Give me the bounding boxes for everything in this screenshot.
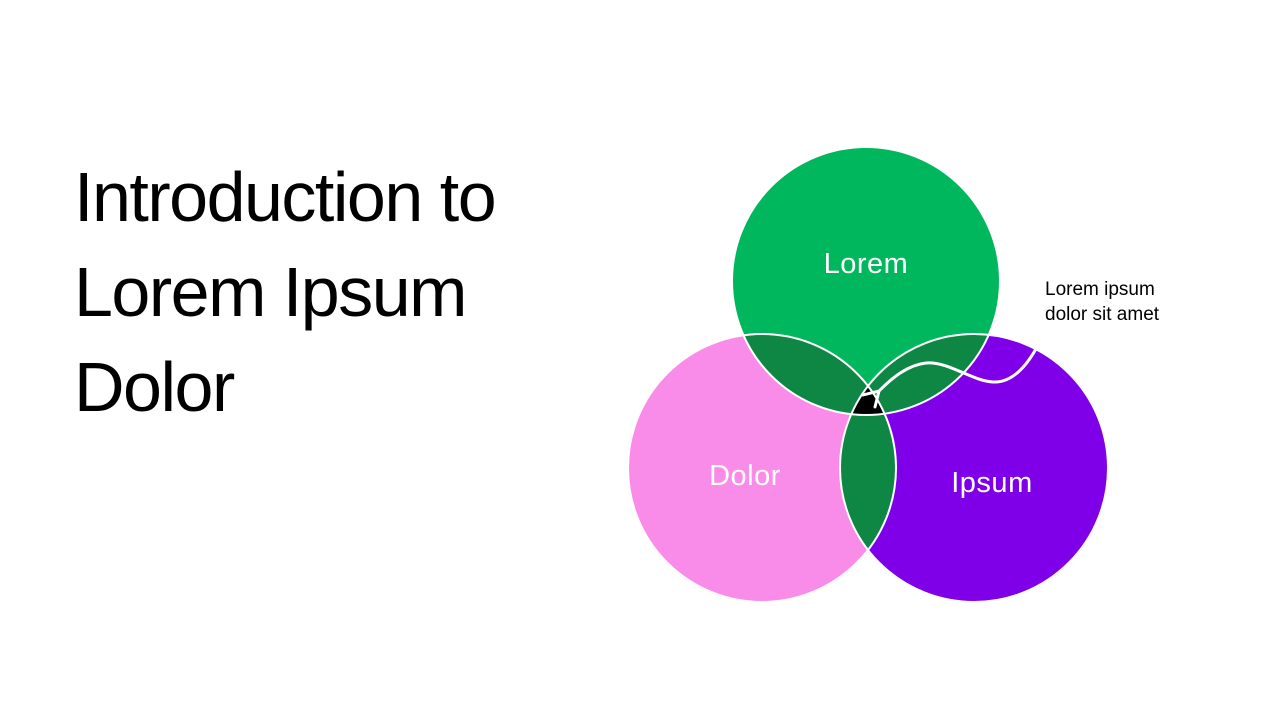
overlap-lorem-ipsum: [840, 334, 1000, 415]
venn-label-ipsum: Ipsum: [951, 467, 1032, 499]
annotation-arrow[interactable]: [861, 345, 1039, 409]
slide-title[interactable]: Introduction to Lorem Ipsum Dolor: [74, 158, 497, 426]
rim-lorem: [731, 146, 1001, 416]
venn-label-dolor: Dolor: [709, 460, 781, 492]
venn-label-lorem: Lorem: [824, 248, 909, 280]
overlap-lorem-dolor: [732, 334, 896, 415]
rim-dolor: [627, 333, 897, 603]
rim-ipsum: [839, 333, 1109, 603]
annotation-text[interactable]: Lorem ipsum dolor sit amet: [1045, 279, 1160, 325]
